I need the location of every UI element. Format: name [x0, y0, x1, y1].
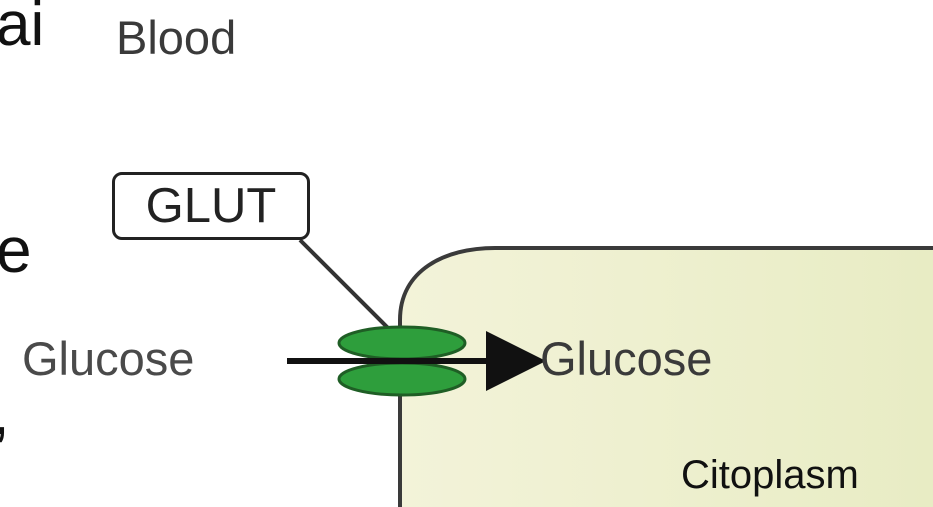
- glut-leader-line: [298, 238, 402, 342]
- glucose-outside-label: Glucose: [22, 332, 195, 385]
- text-fragment: ,: [0, 380, 10, 444]
- text-fragment: e: [0, 214, 32, 286]
- glut-label: GLUT: [112, 172, 310, 240]
- blood-label: Blood: [116, 11, 237, 64]
- text-fragment: ai: [0, 0, 45, 59]
- cell-membrane: [398, 246, 933, 507]
- cell-body: [400, 248, 933, 507]
- cytoplasm-label: Citoplasm: [681, 453, 859, 497]
- glucose-inside-label: Glucose: [540, 332, 713, 385]
